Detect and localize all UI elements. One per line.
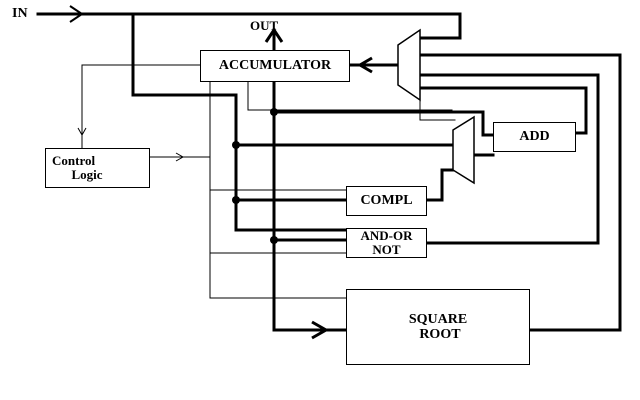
compl-label: COMPL — [360, 193, 413, 208]
compl-to-small-mux — [425, 168, 457, 202]
junction-dot — [232, 196, 240, 204]
input-bus — [36, 12, 462, 40]
compl-block: COMPL — [346, 186, 427, 216]
square-root-block: SQUARE ROOT — [346, 289, 530, 365]
square-root-label: SQUARE ROOT — [408, 311, 468, 342]
sqrt-feedback — [418, 53, 622, 332]
junction-dot — [270, 236, 278, 244]
control-line-mux-mid — [247, 81, 453, 111]
output-label: OUT — [250, 18, 279, 33]
input-arrow-icon — [69, 5, 84, 23]
control-logic-block: Control Logic — [45, 148, 150, 188]
control-line-to-sqrt — [209, 156, 347, 299]
control-line-to-accumulator — [81, 64, 201, 151]
control-out-arrow-icon — [175, 152, 185, 162]
add-label: ADD — [519, 129, 550, 144]
top-multiplexer — [397, 28, 421, 102]
add-feedback — [418, 86, 588, 135]
small-multiplexer — [452, 115, 475, 185]
junction-dot — [270, 108, 278, 116]
control-arrow-icon — [77, 127, 87, 137]
andor-feedback — [418, 73, 600, 245]
input-bus-drop — [131, 12, 348, 232]
and-or-not-block: AND-OR NOT — [346, 228, 427, 258]
accumulator-output-bus — [272, 80, 348, 332]
add-block: ADD — [493, 122, 576, 152]
accumulator-block: ACCUMULATOR — [200, 50, 350, 82]
control-line-to-ops — [149, 81, 211, 158]
control-logic-label: Control Logic — [52, 152, 103, 182]
accumulator-to-add — [272, 110, 495, 137]
and-or-not-label: AND-OR NOT — [360, 227, 413, 257]
accumulator-label: ACCUMULATOR — [218, 58, 332, 73]
accumulator-input-arrow-icon — [357, 56, 373, 74]
output-arrow-icon — [264, 27, 284, 43]
input-label: IN — [12, 6, 28, 21]
square-root-input-arrow-icon — [311, 320, 330, 340]
junction-dot — [232, 141, 240, 149]
